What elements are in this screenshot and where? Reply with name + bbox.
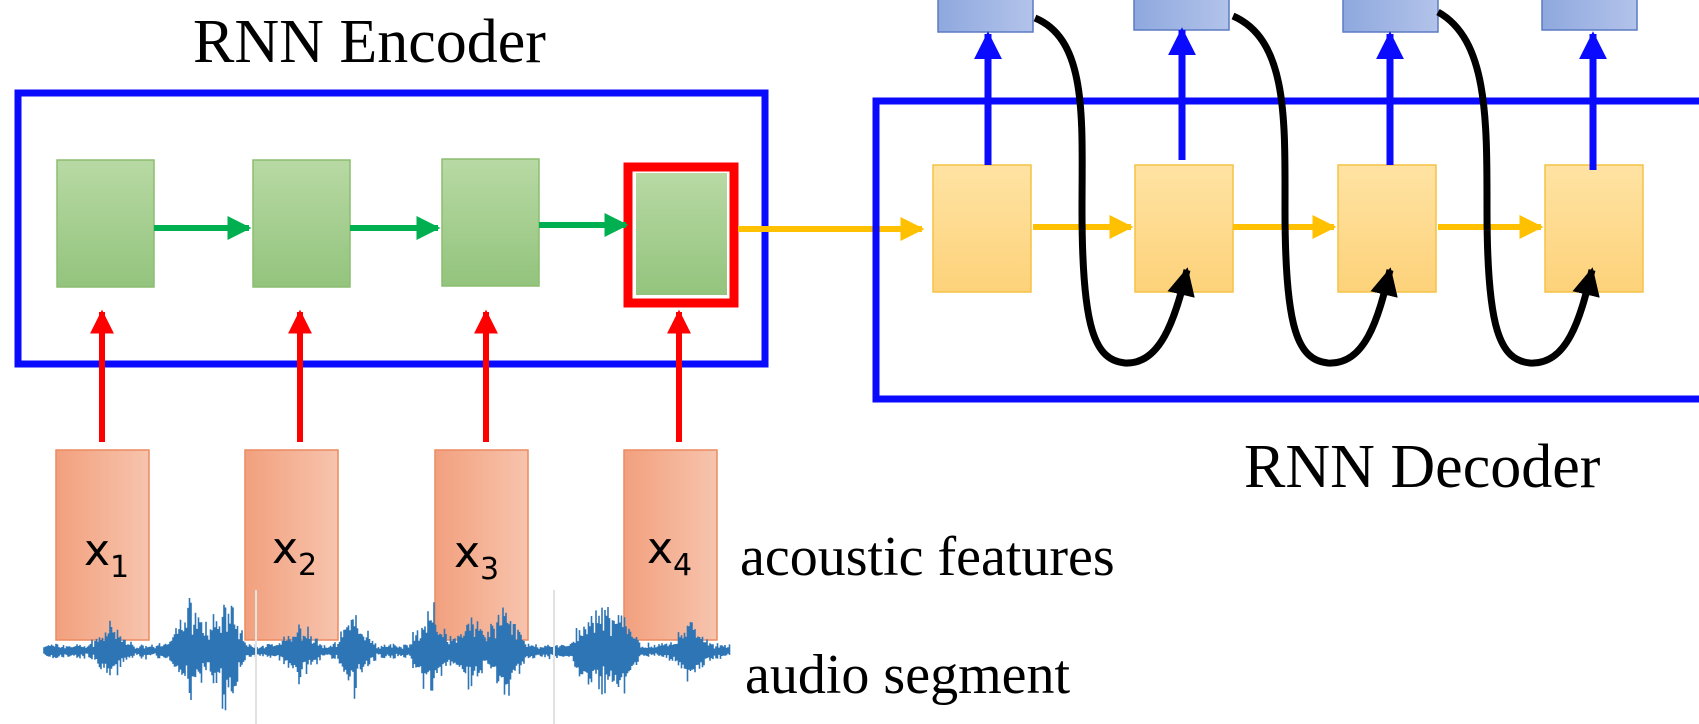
input-label-4: x4 bbox=[647, 523, 692, 583]
waveform-trace bbox=[43, 598, 731, 711]
encoder-cell-2 bbox=[252, 159, 351, 288]
decoder-cell-1 bbox=[932, 164, 1032, 293]
feedback-loop-arrow-2 bbox=[1231, 12, 1398, 367]
input-feature-box-4 bbox=[623, 449, 718, 641]
encoder-cell-1 bbox=[56, 159, 155, 288]
feedback-loop-arrow-1 bbox=[1033, 14, 1195, 367]
decoder-output-2 bbox=[1133, 0, 1230, 31]
decoder-output-4 bbox=[1541, 0, 1638, 31]
input-label-2: x2 bbox=[272, 523, 317, 583]
encoder-cell-4 bbox=[636, 173, 727, 295]
decoder-title: RNN Decoder bbox=[1244, 433, 1601, 501]
acoustic-features-label: acoustic features bbox=[740, 526, 1115, 588]
audio-waveform bbox=[43, 598, 731, 711]
decoder-output-3 bbox=[1342, 0, 1439, 33]
decoder-frame bbox=[872, 97, 1699, 403]
encoder-cell-3 bbox=[441, 158, 540, 287]
decoder-output-1 bbox=[937, 0, 1034, 33]
input-feature-box-3 bbox=[434, 449, 529, 641]
input-feature-box-2 bbox=[244, 449, 339, 641]
encoder-title: RNN Encoder bbox=[193, 8, 546, 76]
input-label-1: x1 bbox=[84, 525, 129, 585]
audio-segment-label: audio segment bbox=[745, 644, 1070, 706]
feedback-loop-arrow-3 bbox=[1436, 8, 1600, 367]
input-label-3: x3 bbox=[454, 527, 499, 587]
